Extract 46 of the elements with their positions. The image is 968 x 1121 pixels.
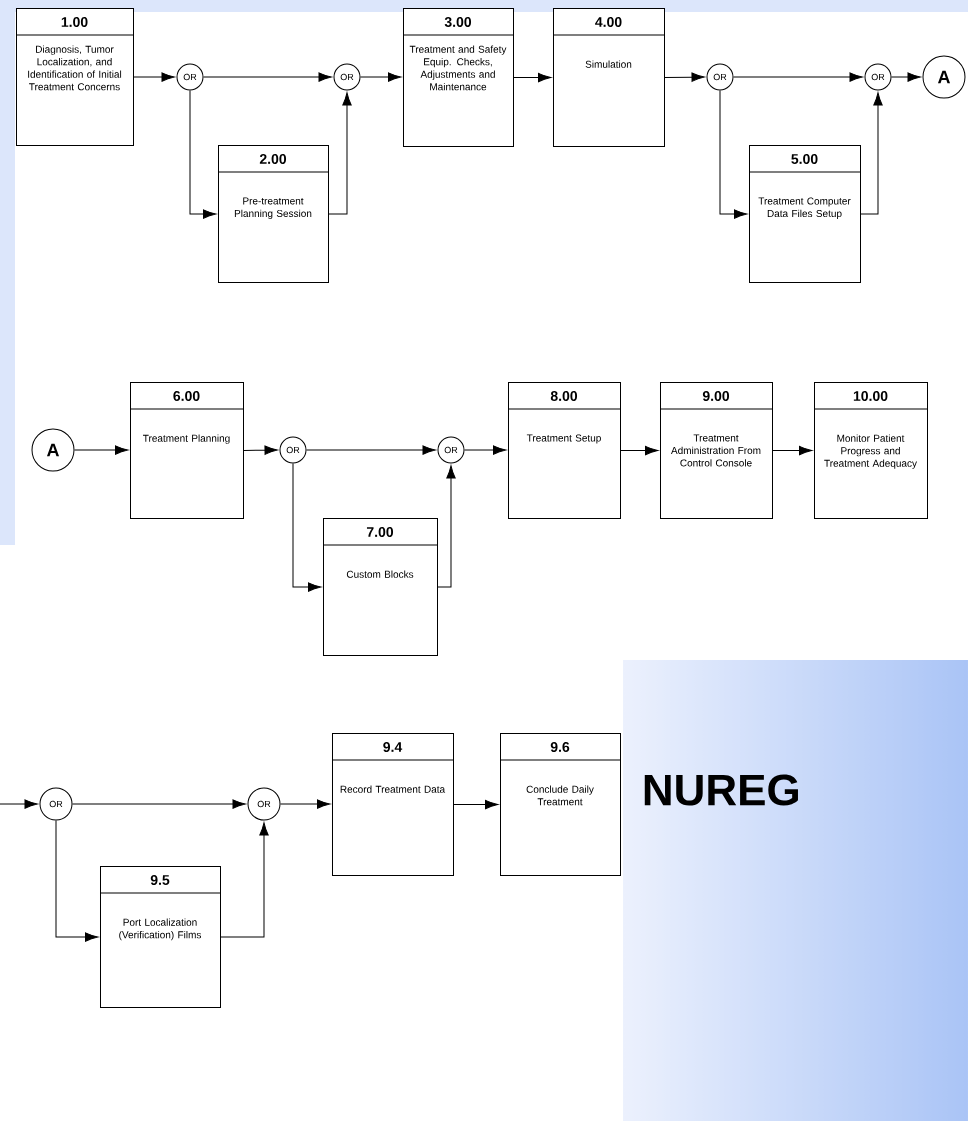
arrow	[620, 445, 659, 456]
process-box: 9.00 Treatment Administration From Control Console	[659, 382, 773, 519]
or-junction: OR	[39, 787, 73, 821]
process-box: 1.00 Diagnosis, Tumor Localization, and Identification of Initial Treatment Concerns	[15, 8, 134, 146]
or-junction: OR	[333, 63, 361, 91]
arrow	[74, 445, 129, 455]
process-box: 9.4 Record Treatment Data	[331, 733, 454, 876]
arrow	[189, 90, 217, 219]
arrow	[243, 445, 278, 455]
process-box: 6.00 Treatment Planning	[129, 382, 244, 519]
arrow	[328, 92, 352, 215]
arrow	[306, 445, 436, 455]
or-junction: OR	[706, 63, 734, 91]
or-junction: OR	[437, 436, 465, 464]
process-box: 10.00 Monitor Patient Progress and Treatment Adequacy	[813, 382, 928, 519]
process-box: 7.00 Custom Blocks	[322, 518, 438, 656]
arrow	[860, 92, 883, 215]
process-box: 9.6 Conclude Daily Treatment	[499, 733, 621, 876]
or-junction: OR	[864, 63, 892, 91]
arrow	[464, 445, 507, 455]
arrow	[203, 72, 332, 82]
arrow	[719, 90, 748, 219]
arrow	[360, 72, 402, 82]
process-box: 9.5 Port Localization (Verification) Films	[99, 866, 221, 1008]
arrow	[453, 799, 499, 810]
or-junction: OR	[247, 787, 281, 821]
or-junction: OR	[279, 436, 307, 464]
arrow	[437, 465, 456, 588]
arrow	[664, 72, 705, 82]
arrow	[891, 72, 921, 82]
arrow	[280, 799, 331, 809]
process-box: 5.00 Treatment Computer Data Files Setup	[748, 145, 861, 283]
arrow	[133, 72, 175, 82]
arrow	[0, 799, 38, 809]
arrow	[733, 72, 863, 82]
or-junction: OR	[176, 63, 204, 91]
arrow	[72, 799, 246, 809]
arrow	[55, 820, 99, 942]
arrow	[220, 822, 269, 938]
arrow	[772, 445, 813, 456]
process-box: 3.00 Treatment and Safety Equip. Checks, Adjustments and Maintenance	[402, 8, 514, 147]
arrow	[513, 72, 552, 83]
arrow	[292, 463, 322, 592]
process-box: 4.00 Simulation	[552, 8, 665, 147]
process-box: 2.00 Pre-treatment Planning Session	[217, 145, 329, 283]
process-box: 8.00 Treatment Setup	[507, 382, 621, 519]
